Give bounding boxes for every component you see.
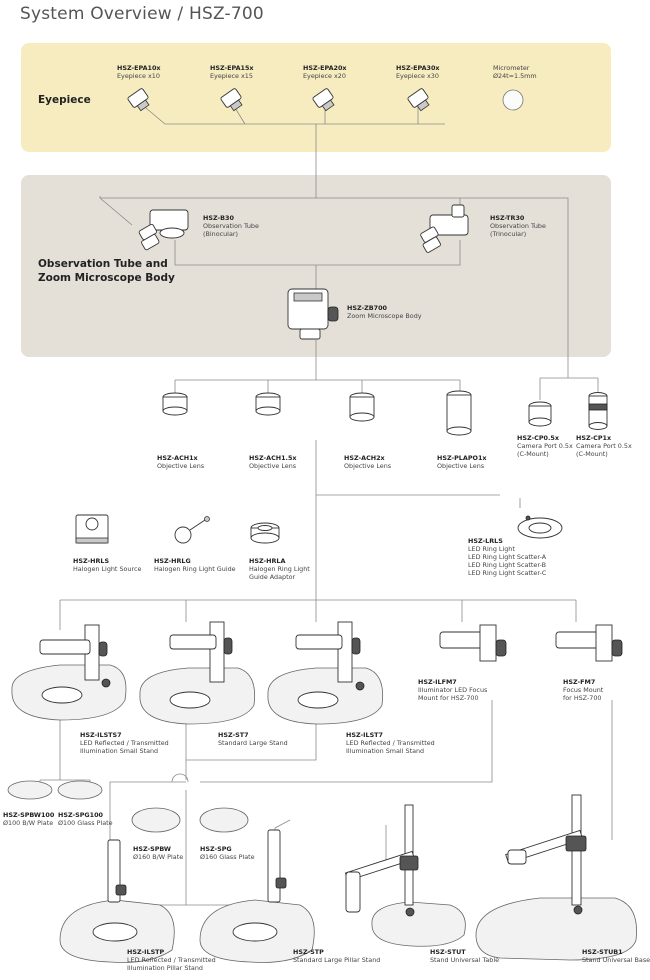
eyepiece-icon-4 xyxy=(407,88,430,112)
micrometer-disc-icon xyxy=(502,89,524,111)
objective-lens-icon-4 xyxy=(446,390,472,436)
eyepiece-icon-1 xyxy=(127,88,150,112)
zoom-body-icon xyxy=(287,288,339,340)
camera-port-icon-1 xyxy=(528,401,552,427)
pillar-stand-icon-stp xyxy=(199,829,315,963)
pillar-stand-icon-ilstp xyxy=(59,839,175,963)
stand-icon-st7 xyxy=(139,621,256,725)
trinocular-tube-icon xyxy=(420,204,469,253)
stand-icon-ilsts7 xyxy=(11,624,127,721)
objective-lens-icon-2 xyxy=(255,392,281,416)
focus-mount-icon-fm7 xyxy=(555,624,623,662)
universal-base-stand-icon xyxy=(475,794,637,961)
eyepiece-icon-3 xyxy=(312,88,335,112)
eyepiece-icon-2 xyxy=(220,88,243,112)
focus-mount-icon-ilfm7 xyxy=(439,624,507,662)
objective-lens-icon-1 xyxy=(162,392,188,416)
binocular-tube-icon xyxy=(138,209,189,251)
connector-lines xyxy=(39,102,613,906)
led-ring-light-icon xyxy=(517,515,563,539)
plate-icon-spg xyxy=(199,807,249,833)
eyepiece-section-label: Eyepiece xyxy=(38,94,91,106)
universal-table-stand-icon xyxy=(344,804,466,947)
halogen-ring-light-guide-icon xyxy=(174,516,210,544)
page-title: System Overview / HSZ-700 xyxy=(20,4,264,24)
halogen-ring-light-adaptor-icon xyxy=(250,522,280,544)
plate-icon-spbw100 xyxy=(7,780,53,800)
stand-icon-ilst7 xyxy=(267,621,384,725)
plate-icon-spbw xyxy=(131,807,181,833)
halogen-light-source-icon xyxy=(75,514,109,544)
objective-lens-icon-3 xyxy=(349,392,375,422)
plate-icon-spg100 xyxy=(57,780,103,800)
camera-port-icon-2 xyxy=(588,392,608,430)
